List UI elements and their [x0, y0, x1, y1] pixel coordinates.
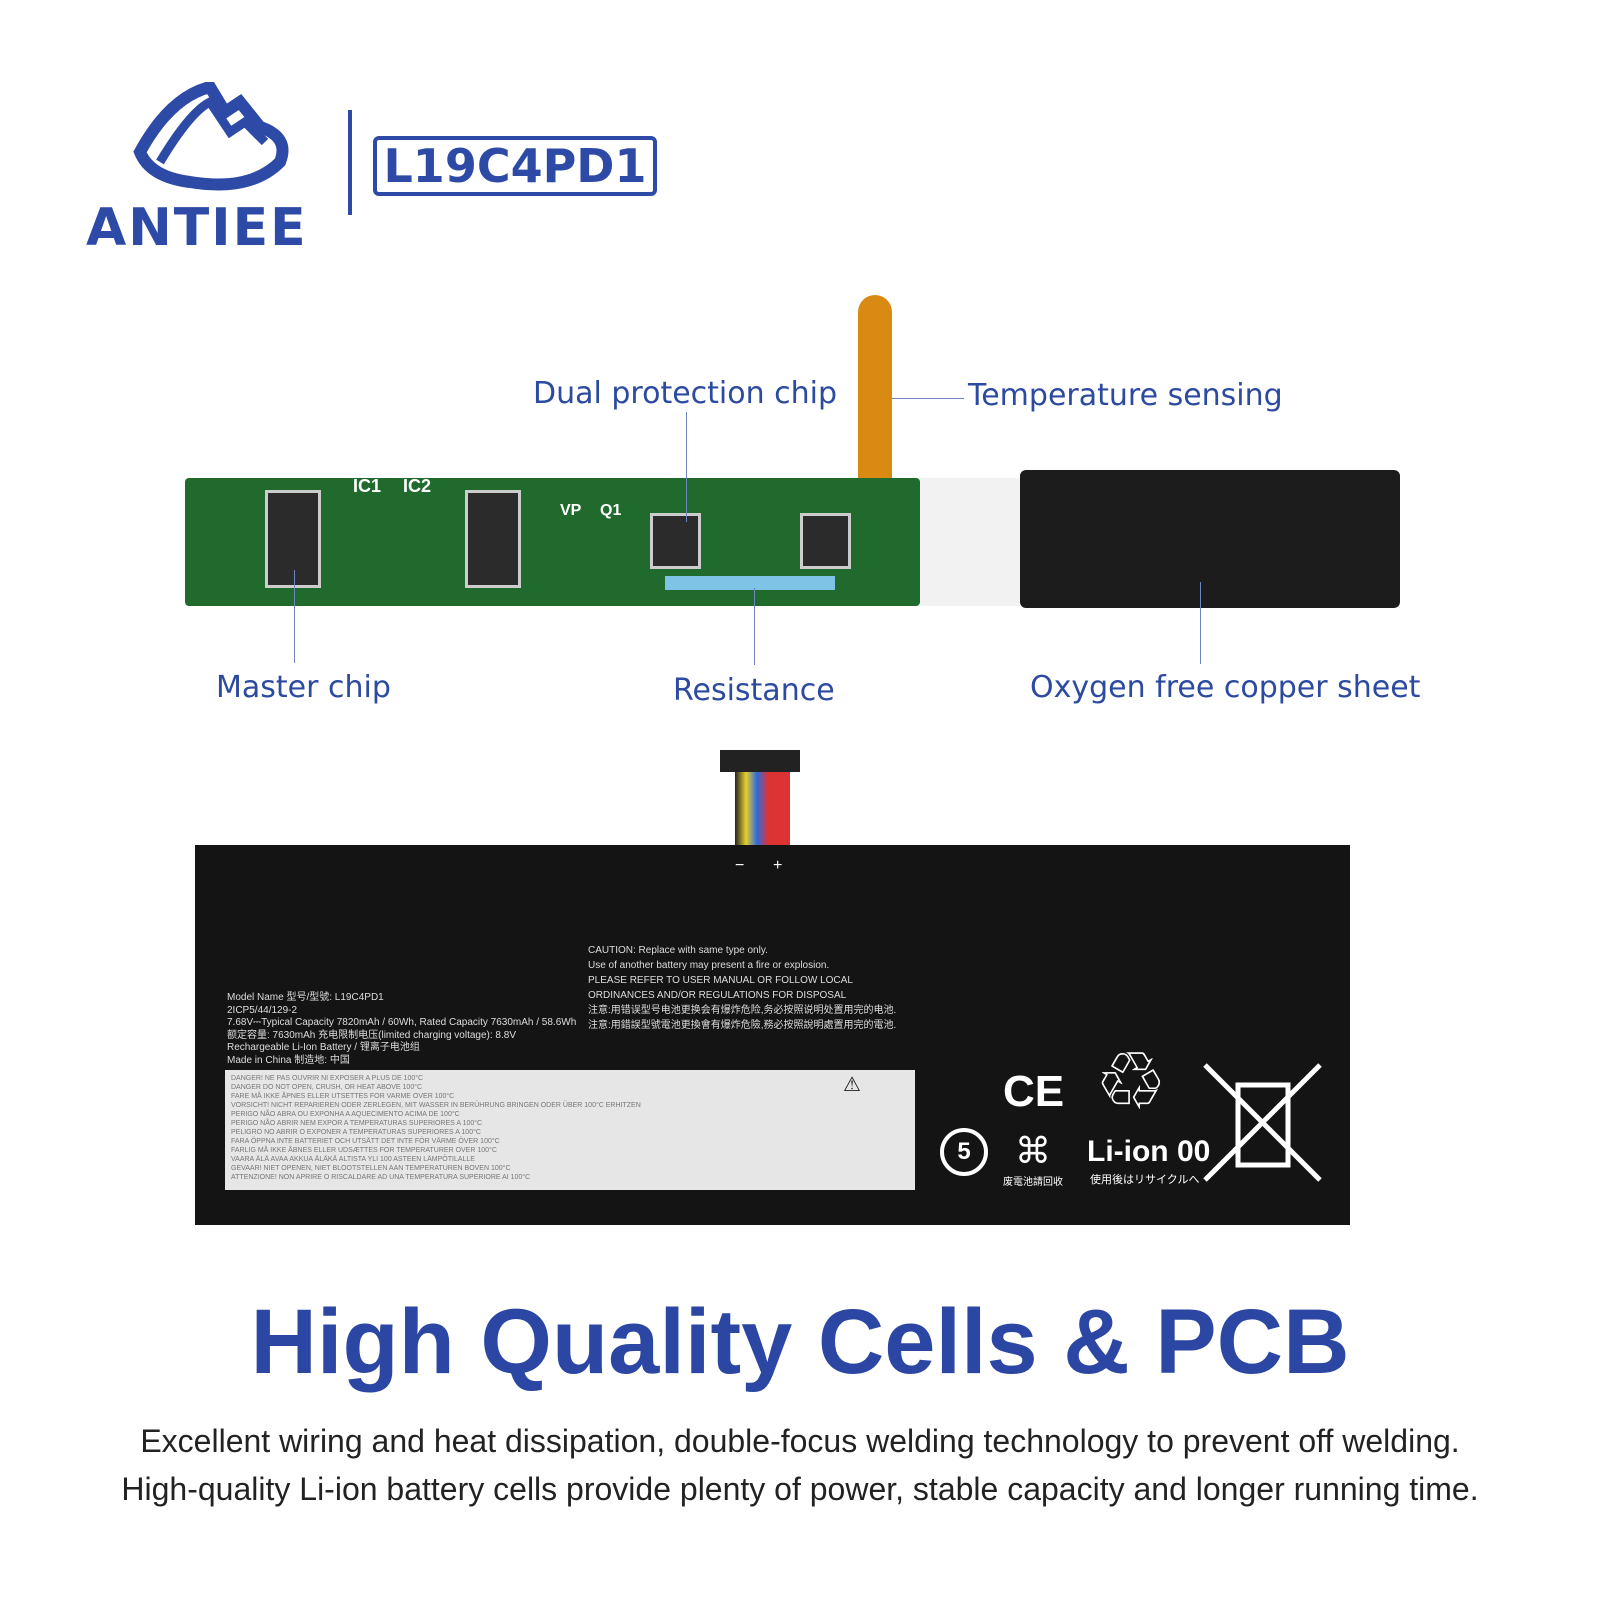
callout-dual-protection-chip: Dual protection chip: [533, 376, 838, 411]
ic1-mark: IC1: [353, 476, 382, 496]
resistor: [665, 576, 835, 590]
ic2-mark: IC2: [403, 476, 432, 496]
description-line-1: Excellent wiring and heat dissipation, d…: [140, 1423, 1460, 1459]
recycle-cn-icon: ⌘: [1015, 1130, 1051, 1171]
leader-line: [754, 588, 755, 665]
pcb-board: IC1 IC2 VP Q1: [185, 476, 920, 606]
vp-mark: VP: [560, 502, 582, 519]
plus-terminal: +: [773, 857, 783, 874]
ic2-chip: [465, 490, 521, 588]
leader-line: [294, 570, 295, 663]
protection-chip-1: [650, 513, 701, 569]
leader-line: [892, 398, 964, 399]
mountain-logo-icon: [133, 82, 289, 191]
divider: [348, 110, 352, 215]
liion-mark: Li-ion 00: [1087, 1135, 1211, 1168]
battery-wires: [735, 772, 790, 845]
recycle-icon: ♲: [1095, 1037, 1167, 1126]
protection-chip-2: [800, 513, 851, 569]
callout-master-chip: Master chip: [216, 670, 391, 705]
recycle-cn-text: 废電池請回收: [1003, 1177, 1063, 1188]
battery-pack: − + CAUTION: Replace with same type only…: [195, 845, 1350, 1225]
battery-connector-plug: [720, 750, 800, 772]
minus-terminal: −: [735, 857, 745, 874]
recycle-jp-text: 使用後はリサイクルへ: [1090, 1174, 1200, 1186]
master-chip: [265, 490, 321, 588]
pcb-white-area: [920, 478, 1020, 606]
copper-sheet-connector: [1020, 470, 1400, 608]
leader-line: [1200, 582, 1201, 664]
crossed-bin-icon: [1203, 1063, 1322, 1182]
ce-mark: CE: [1003, 1067, 1065, 1116]
brand-name: ANTIEE: [86, 198, 308, 258]
description-line-2: High-quality Li-ion battery cells provid…: [121, 1471, 1479, 1507]
callout-temperature-sensing: Temperature sensing: [968, 378, 1283, 413]
warning-panel: DANGER! NE PAS OUVRIR NI EXPOSER A PLUS …: [225, 1070, 915, 1190]
leader-line: [686, 412, 687, 522]
warning-text: DANGER! NE PAS OUVRIR NI EXPOSER A PLUS …: [231, 1075, 641, 1181]
q1-mark: Q1: [600, 502, 622, 519]
warning-triangle-icon: ⚠: [843, 1074, 861, 1096]
model-badge: L19C4PD1: [373, 136, 657, 196]
headline: High Quality Cells & PCB: [250, 1291, 1350, 1393]
callout-oxygen-free-copper-sheet: Oxygen free copper sheet: [1030, 670, 1421, 705]
temperature-sensor-strip: [858, 295, 892, 480]
caution-text: CAUTION: Replace with same type only.Use…: [588, 945, 897, 1031]
environmental-period-icon: 5: [940, 1128, 988, 1176]
callout-resistance: Resistance: [673, 673, 835, 708]
